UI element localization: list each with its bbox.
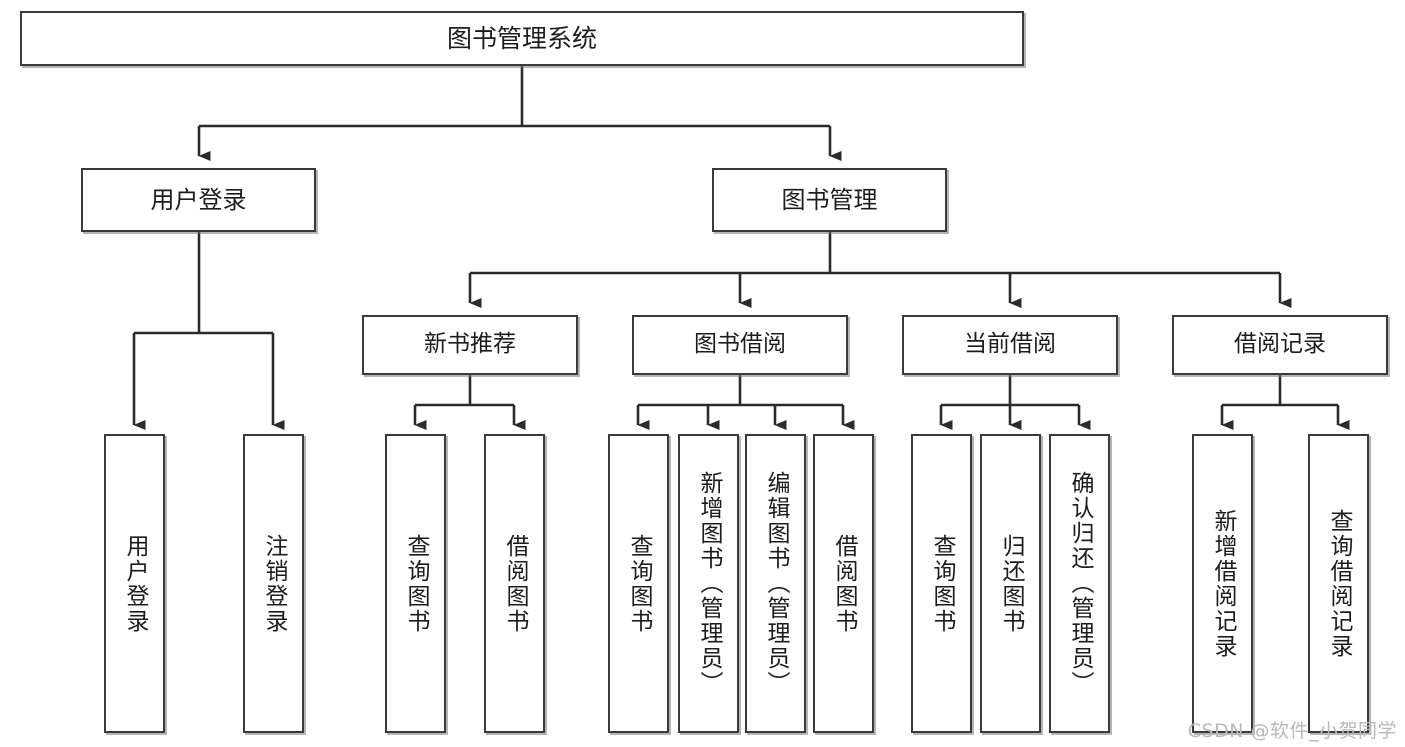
leaf-borrow-query-book[interactable]: 查询图书 <box>608 434 669 733</box>
leaf-new-book-query-book[interactable]: 查询图书 <box>385 434 446 733</box>
node-label: 图书管理 <box>781 185 878 214</box>
leaf-record-add-borrow-record[interactable]: 新增借阅记录 <box>1192 434 1253 733</box>
csdn-watermark: CSDN @软件_小贺同学 <box>1187 720 1397 742</box>
node-label: 图书借阅 <box>694 331 786 358</box>
node-book-management[interactable]: 图书管理 <box>712 168 947 232</box>
node-new-book-recommend[interactable]: 新书推荐 <box>362 315 578 375</box>
leaf-new-book-borrow-book[interactable]: 借阅图书 <box>484 434 545 733</box>
node-label: 借阅记录 <box>1234 331 1326 358</box>
node-root-book-management-system[interactable]: 图书管理系统 <box>20 11 1024 66</box>
node-label: 当前借阅 <box>964 331 1056 358</box>
node-label: 用户登录 <box>122 533 148 634</box>
leaf-logout[interactable]: 注销登录 <box>243 434 304 733</box>
node-label: 编辑图书（管理员） <box>763 471 789 696</box>
node-book-borrow[interactable]: 图书借阅 <box>632 315 848 375</box>
leaf-current-return-book[interactable]: 归还图书 <box>980 434 1041 733</box>
node-label: 借阅图书 <box>502 533 528 634</box>
leaf-user-login[interactable]: 用户登录 <box>104 434 165 733</box>
node-label: 查询借阅记录 <box>1326 508 1352 659</box>
node-label: 用户登录 <box>150 185 247 214</box>
node-user-login[interactable]: 用户登录 <box>81 168 316 232</box>
leaf-current-query-book[interactable]: 查询图书 <box>911 434 972 733</box>
node-label: 确认归还（管理员） <box>1067 471 1093 696</box>
node-borrow-record[interactable]: 借阅记录 <box>1172 315 1388 375</box>
leaf-borrow-add-book-admin[interactable]: 新增图书（管理员） <box>678 434 739 733</box>
node-label: 查询图书 <box>626 533 652 634</box>
node-label: 新增图书（管理员） <box>696 471 722 696</box>
leaf-current-confirm-return-admin[interactable]: 确认归还（管理员） <box>1049 434 1110 733</box>
node-label: 注销登录 <box>261 533 287 634</box>
leaf-borrow-edit-book-admin[interactable]: 编辑图书（管理员） <box>745 434 806 733</box>
leaf-borrow-borrow-book[interactable]: 借阅图书 <box>813 434 874 733</box>
node-label: 借阅图书 <box>831 533 857 634</box>
node-label: 新增借阅记录 <box>1210 508 1236 659</box>
leaf-record-query-borrow-record[interactable]: 查询借阅记录 <box>1308 434 1369 733</box>
node-label: 新书推荐 <box>424 331 516 358</box>
node-label: 查询图书 <box>929 533 955 634</box>
node-label: 图书管理系统 <box>446 23 597 53</box>
node-current-borrow[interactable]: 当前借阅 <box>902 315 1118 375</box>
node-label: 归还图书 <box>998 533 1024 634</box>
node-label: 查询图书 <box>403 533 429 634</box>
